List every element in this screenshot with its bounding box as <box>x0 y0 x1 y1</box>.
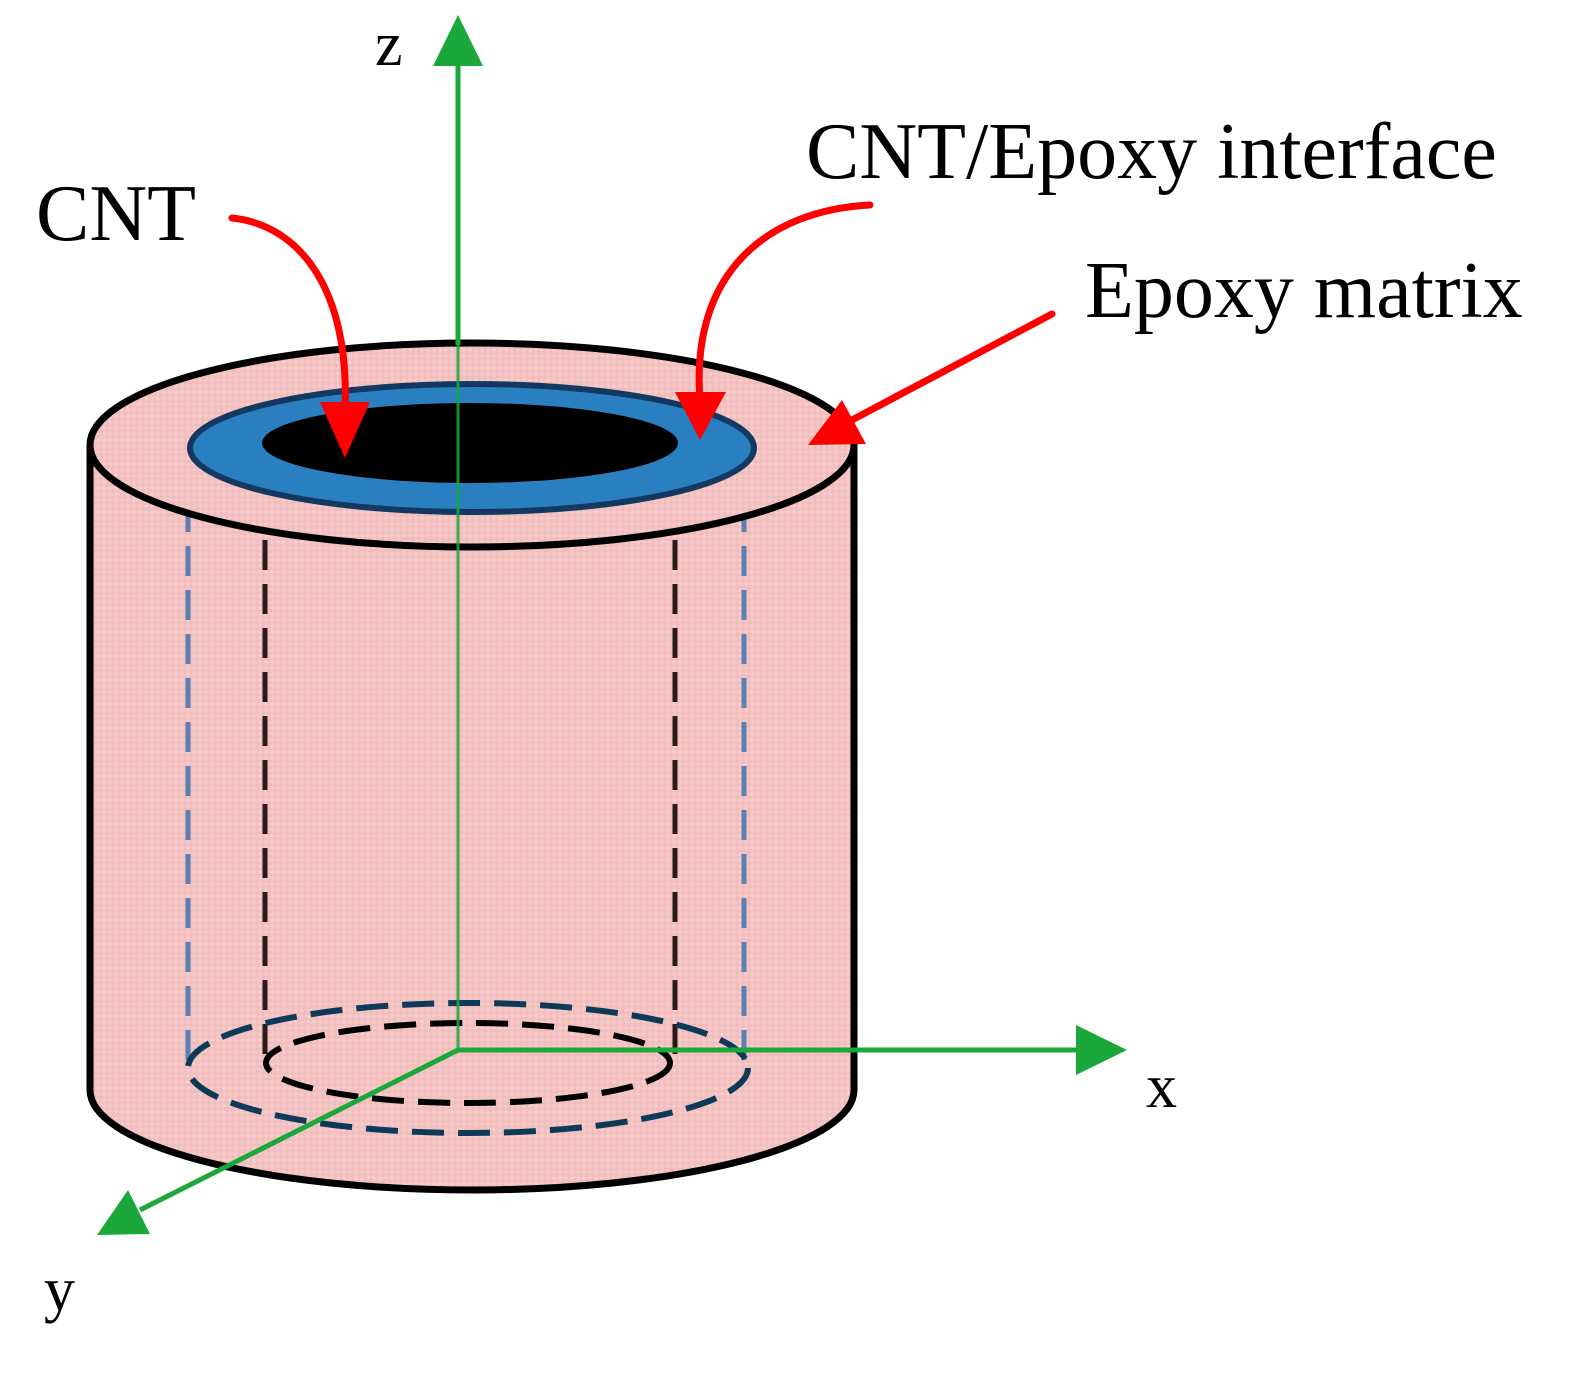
z-axis-label: z <box>375 11 403 79</box>
axes <box>97 15 1127 1235</box>
y-axis-label: y <box>44 1256 75 1324</box>
base-interface-outline <box>185 1000 751 1136</box>
cnt-pointer-arrowhead <box>320 402 370 458</box>
y-axis-arrowhead <box>97 1190 150 1235</box>
interface-label: CNT/Epoxy interface <box>806 108 1497 196</box>
base-cnt-outline <box>263 1020 673 1106</box>
matrix-cylinder-body <box>86 444 858 1194</box>
x-axis-arrowhead <box>1076 1025 1127 1075</box>
cnt-core <box>262 403 678 483</box>
interface-pointer-arrow <box>695 201 874 404</box>
pointer-arrowheads <box>320 392 866 458</box>
z-axis-arrowhead <box>433 15 483 66</box>
y-axis <box>138 1047 460 1213</box>
matrix-pointer-arrow <box>848 310 1056 424</box>
x-axis-label: x <box>1146 1053 1177 1121</box>
interface-pointer-arrowhead <box>675 392 726 440</box>
pointer-arrows <box>228 201 1056 424</box>
cnt-label: CNT <box>36 170 196 258</box>
hidden-interface-edges <box>185 458 747 1070</box>
cnt-pointer-arrow <box>228 214 349 414</box>
matrix-pointer-arrowhead <box>808 400 866 445</box>
hidden-cnt-edges <box>262 452 678 1065</box>
matrix-label: Epoxy matrix <box>1085 247 1523 335</box>
